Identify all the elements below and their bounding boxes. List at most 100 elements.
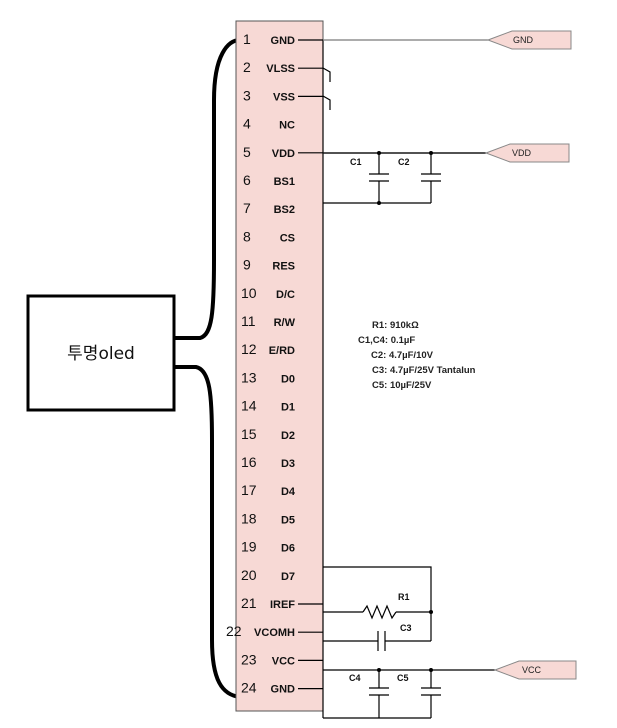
c5-label: C5 [397, 673, 409, 683]
pin-17: 17 D4 [241, 482, 296, 498]
pin-name: D5 [281, 514, 295, 526]
pin-number: 6 [243, 172, 251, 188]
vdd-cap-ground-junction [377, 201, 381, 205]
pin-4: 4 NC [243, 116, 295, 132]
pin-number: 15 [241, 426, 257, 442]
pin-name: VLSS [266, 63, 295, 75]
pin-name: NC [279, 120, 295, 132]
pin-number: 13 [241, 369, 257, 385]
flex-cable-lower [174, 365, 241, 699]
pin-number: 20 [241, 567, 257, 583]
pin-7: 7 BS2 [243, 200, 295, 216]
note-line: C2: 4.7µF/10V [371, 350, 434, 361]
pin-number: 1 [243, 31, 251, 47]
flex-cable-upper [174, 38, 241, 340]
pin-name: BS1 [274, 176, 295, 188]
capacitor-c3 [377, 631, 386, 651]
pin-name: D7 [281, 571, 295, 583]
vlss-tie-wire [322, 67, 331, 82]
pin-name: BS2 [274, 204, 295, 216]
pin-3: 3 VSS [243, 87, 323, 103]
pin-name: GND [271, 684, 296, 696]
capacitor-c2 [421, 153, 441, 203]
pin-5: 5 VDD [243, 144, 323, 160]
pin-14: 14 D1 [241, 398, 295, 414]
pin-name: IREF [270, 599, 295, 611]
pin-number: 11 [241, 313, 256, 329]
pin-19: 19 D6 [241, 539, 295, 555]
pin-number: 4 [243, 116, 251, 132]
pin-name: D6 [281, 543, 295, 555]
vss-tie-wire [322, 95, 331, 110]
pin-number: 8 [243, 228, 251, 244]
pin-name: D1 [281, 402, 295, 414]
resistor-r1 [362, 604, 397, 620]
pin-24: 24 GND [241, 680, 323, 696]
pin-number: 5 [243, 144, 251, 160]
pin-name: R/W [274, 317, 296, 329]
pin-name: VCOMH [254, 627, 295, 639]
vdd-net-tag [484, 143, 570, 163]
pin-name: VSS [273, 91, 295, 103]
pin-name: D0 [281, 373, 295, 385]
vcc-net-label: VCC [522, 665, 542, 675]
note-line: R1: 910kΩ [372, 320, 419, 331]
pin-name: CS [280, 232, 295, 244]
pin-6: 6 BS1 [243, 172, 295, 188]
note-line: C1,C4: 0.1µF [358, 335, 415, 346]
pin-2: 2 VLSS [243, 59, 323, 75]
pin-number: 3 [243, 87, 251, 103]
pin-number: 22 [226, 623, 242, 639]
oled-device-label: 투명oled [67, 344, 135, 364]
pin-22: 22 VCOMH [226, 623, 323, 639]
pin-number: 24 [241, 680, 257, 696]
pin-21: 21 IREF [241, 595, 323, 611]
component-notes: R1: 910kΩ C1,C4: 0.1µF C2: 4.7µF/10V C3: 4.… [358, 320, 476, 391]
note-line: C3: 4.7µF/25V Tantalun [372, 365, 476, 376]
pin-8: 8 CS [243, 228, 295, 244]
pin-number: 2 [243, 59, 251, 75]
vdd-net-label: VDD [512, 148, 532, 158]
pin-number: 16 [241, 454, 257, 470]
c1-label: C1 [350, 157, 362, 167]
pin-11: 11 R/W [241, 313, 296, 329]
pin-number: 23 [241, 651, 257, 667]
gnd-net-label: GND [513, 35, 534, 45]
pin-name: VDD [272, 148, 295, 160]
capacitor-c1 [369, 153, 389, 203]
pin-number: 9 [243, 257, 251, 273]
capacitor-c5 [421, 670, 441, 718]
c3-label: C3 [400, 623, 412, 633]
pin-name: D4 [281, 486, 296, 498]
r1-label: R1 [398, 592, 410, 602]
pin-9: 9 RES [243, 257, 295, 273]
lower-ground-loop [323, 566, 432, 641]
pin-1: 1 GND [243, 31, 323, 47]
pin-number: 12 [241, 341, 257, 357]
pin-number: 14 [241, 398, 257, 414]
c4-label: C4 [349, 673, 361, 683]
gnd-net-tag [486, 30, 572, 50]
pin-number: 21 [241, 595, 257, 611]
note-line: C5: 10µF/25V [372, 380, 432, 391]
pin-number: 19 [241, 539, 257, 555]
pin-number: 17 [241, 482, 257, 498]
pin-12: 12 E/RD [241, 341, 295, 357]
connector-body [235, 20, 324, 712]
pin-name: GND [271, 35, 296, 47]
c2-label: C2 [398, 157, 410, 167]
pin-name: RES [272, 261, 295, 273]
pin-number: 7 [243, 200, 251, 216]
pin-13: 13 D0 [241, 369, 295, 385]
vcc-net-tag [493, 660, 577, 680]
oled-device-box [26, 294, 176, 412]
pin-name: E/RD [269, 345, 295, 357]
pin-20: 20 D7 [241, 567, 295, 583]
